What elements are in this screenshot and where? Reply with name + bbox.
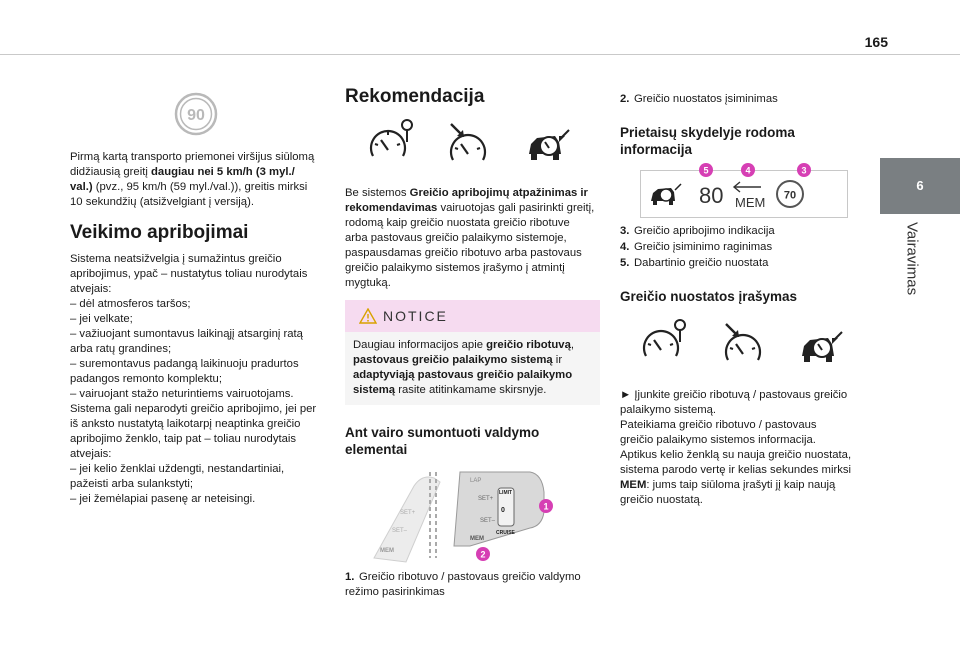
dashboard-info-heading: Prietaisų skydelyje rodoma informacija: [620, 125, 795, 157]
speed-save-heading: Greičio nuostatos įrašymas: [620, 289, 798, 304]
svg-text:1: 1: [543, 502, 548, 512]
limits-line: – jei žemėlapiai pasenę ar neteisingi.: [70, 493, 256, 505]
header-rule: [0, 54, 960, 55]
limits-line: – jei velkate;: [70, 313, 133, 325]
chapter-tab[interactable]: 6: [880, 158, 960, 214]
speedometer-pin-icon: [642, 319, 686, 357]
limits-line: – važiuojant sumontavus laikinąjį atsarg…: [70, 328, 303, 355]
intro-paragraph: Pirmą kartą transporto priemonei viršiju…: [70, 151, 315, 208]
svg-text:SET–: SET–: [480, 518, 496, 524]
section-heading-limits: Veikimo apribojimai: [70, 222, 249, 243]
info-line: Pateikiama greičio ribotuvo / pastovaus …: [620, 419, 817, 446]
speedometer-arrow-icon: [724, 323, 762, 361]
recommendation-paragraph: Be sistemos Greičio apribojimų atpažinim…: [345, 187, 595, 289]
page-number: 165: [864, 34, 888, 50]
svg-text:SET+: SET+: [400, 510, 416, 516]
callout-4: [741, 163, 755, 177]
svg-text:MEM: MEM: [380, 548, 394, 554]
svg-text:CRUISE: CRUISE: [496, 530, 516, 536]
speedometer-arrow-icon: [449, 123, 487, 161]
speed-save-text: ► Įjunkite greičio ribotuvą / pastovaus …: [620, 388, 852, 508]
svg-text:0: 0: [501, 507, 505, 514]
display-legend-list: 3.Greičio apribojimo indikacija 4.Greiči…: [620, 224, 850, 272]
speed-badge-value: 90: [187, 107, 205, 124]
car-speed-icon: [529, 129, 570, 160]
mem-label: MEM: [735, 195, 766, 210]
limits-line: – dėl atmosferos taršos;: [70, 298, 191, 310]
limits-line: – vairuojant stažo neturintiems vairuoto…: [70, 388, 294, 400]
instruction-step: ► Įjunkite greičio ribotuvą / pastovaus …: [620, 389, 848, 416]
callout-3: [797, 163, 811, 177]
instrument-display: 80 MEM 70: [640, 170, 848, 218]
chapter-number: 6: [916, 178, 924, 193]
svg-text:2: 2: [480, 550, 485, 560]
steering-controls-heading: Ant vairo sumontuoti valdymo elementai: [345, 425, 540, 457]
display-callouts: 5 4 3: [699, 163, 811, 177]
limits-text: Sistema neatsižvelgia į sumažintus greič…: [70, 252, 320, 507]
speedometer-pin-icon: [369, 119, 413, 157]
notice-box: NOTICE Daugiau informacijos apie greičio…: [345, 300, 600, 405]
speed-limit-badge-icon: 90: [174, 92, 218, 136]
info-line: Aptikus kelio ženklą su nauja greičio nu…: [620, 449, 852, 506]
speed-limit-sign-icon: 70: [776, 180, 804, 208]
section-heading-recommendation: Rekomendacija: [345, 86, 485, 107]
stalk-left-ghost: SET+ SET– MEM: [373, 476, 441, 563]
svg-text:LAP: LAP: [470, 478, 481, 484]
callout-2: [476, 547, 490, 561]
svg-text:SET–: SET–: [392, 528, 408, 534]
list-item: 5.Dabartinio greičio nuostata: [620, 257, 769, 269]
steering-stalk-illustration: SET+ SET– MEM LAP SET+ SET– MEM LIMIT 0 …: [373, 471, 553, 563]
limits-line: Sistema neatsižvelgia į sumažintus greič…: [70, 253, 308, 295]
svg-text:5: 5: [703, 166, 708, 176]
notice-title: NOTICE: [383, 308, 448, 324]
list-item-1: 1.Greičio ribotuvo / pastovaus greičio v…: [345, 571, 581, 598]
car-speed-icon: [651, 183, 682, 205]
list-item: 3.Greičio apribojimo indikacija: [620, 225, 775, 237]
limits-line: Sistema gali neparodyti greičio apriboji…: [70, 403, 317, 460]
svg-text:LIMIT: LIMIT: [499, 490, 512, 496]
warning-triangle-icon: [359, 308, 377, 324]
notice-header: NOTICE: [345, 300, 600, 332]
callout-5: [699, 163, 713, 177]
car-speed-icon: [802, 331, 843, 362]
limits-line: – jei kelio ženklai uždengti, nestandart…: [70, 463, 285, 490]
svg-text:3: 3: [801, 166, 806, 176]
svg-text:SET+: SET+: [478, 496, 494, 502]
svg-text:70: 70: [784, 190, 796, 202]
svg-text:MEM: MEM: [470, 536, 484, 542]
chapter-title: Vairavimas: [903, 222, 921, 296]
arrow-left-icon: [732, 181, 761, 193]
list-item: 4.Greičio įsiminimo raginimas: [620, 241, 773, 253]
list-item-2: 2.Greičio nuostatos įsiminimas: [620, 93, 778, 105]
notice-text: Daugiau informacijos apie greičio ribotu…: [353, 339, 575, 396]
callout-1: [539, 499, 553, 513]
current-speed-value: 80: [699, 183, 724, 208]
stalk-main: LAP SET+ SET– MEM LIMIT 0 CRUISE: [453, 471, 545, 547]
limits-line: – suremontavus padangą laikinuoju pradur…: [70, 358, 299, 385]
svg-text:4: 4: [745, 166, 750, 176]
